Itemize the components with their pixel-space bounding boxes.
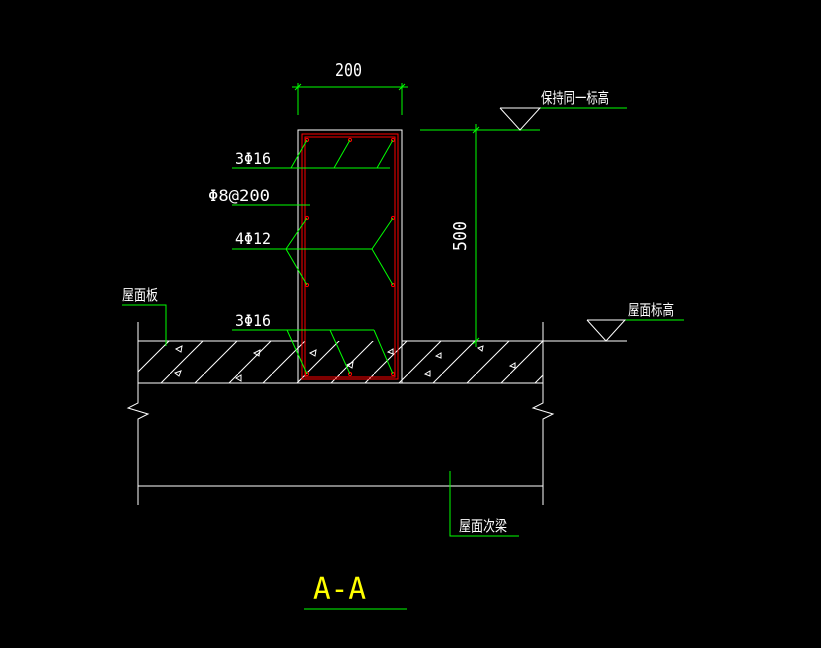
rebar-cage [301, 133, 399, 380]
side-bars-label: 4Φ12 [235, 229, 271, 248]
dimension-width-text: 200 [335, 60, 362, 81]
roof-slab-label: 屋面板 [122, 286, 158, 304]
leader-lines [122, 83, 684, 610]
roof-beam-label: 屋面次梁 [459, 517, 507, 535]
top-bars-label: 3Φ16 [235, 149, 271, 168]
elevation-marks [499, 107, 627, 342]
keep-level-label: 保持同一标高 [541, 89, 609, 107]
roof-level-label: 屋面标高 [628, 301, 674, 319]
bottom-bars-label: 3Φ16 [235, 311, 271, 330]
section-title: A-A [313, 572, 366, 607]
drawing-labels: 200 500 3Φ16 Φ8@200 4Φ12 3Φ16 屋面板 保持同一标高… [122, 60, 674, 607]
rebar-points [304, 137, 396, 377]
stirrup-label: Φ8@200 [208, 186, 270, 205]
parapet-outline [297, 129, 403, 384]
dimension-height-text: 500 [450, 221, 471, 251]
aggregate-marks [173, 345, 516, 382]
roof-beam [126, 322, 555, 505]
